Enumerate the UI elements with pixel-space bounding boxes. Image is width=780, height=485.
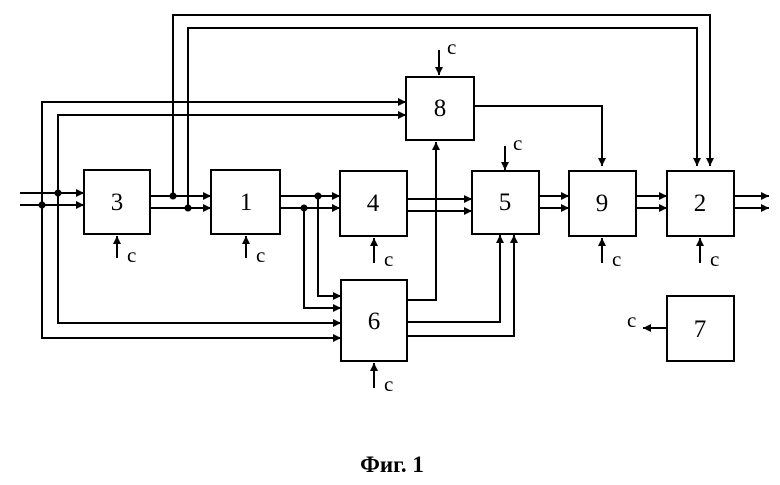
wire-8-to-9 (474, 106, 602, 166)
wire-1-to-6-a (318, 196, 341, 296)
block-label: 2 (694, 190, 707, 217)
clock-label-3: c (127, 243, 136, 267)
block-1: 1 (211, 170, 280, 234)
block-label: 7 (694, 316, 707, 343)
block-5: 5 (472, 171, 539, 234)
block-label: 5 (499, 189, 512, 216)
figure-caption: Фиг. 1 (360, 452, 424, 477)
block-3: 3 (84, 170, 150, 234)
wire-1-to-6-b (304, 208, 341, 308)
block-label: 1 (240, 189, 253, 216)
block-9: 9 (569, 171, 636, 236)
block-label: 9 (596, 190, 609, 217)
clock-label-4: c (384, 247, 393, 271)
block-7: 7 (667, 296, 734, 361)
block-2: 2 (667, 171, 734, 236)
clock-label-5: c (513, 131, 522, 155)
clock-label-9: c (612, 247, 621, 271)
clock-label-8: c (447, 35, 456, 59)
block-4: 4 (340, 171, 407, 236)
block-label: 3 (111, 189, 124, 216)
block-6: 6 (341, 280, 407, 361)
wire-6-to-5-b (407, 235, 514, 336)
block-label: 8 (434, 95, 447, 122)
clock-label-6: c (384, 372, 393, 396)
clock-label-2: c (710, 247, 719, 271)
wire-6-to-8 (407, 142, 436, 300)
block-8: 8 (406, 77, 474, 140)
clock-label-1: c (256, 243, 265, 267)
wire-6-to-5-a (407, 235, 500, 322)
clock-label-7: c (627, 308, 636, 332)
block-label: 4 (367, 190, 380, 217)
block-label: 6 (368, 308, 381, 335)
